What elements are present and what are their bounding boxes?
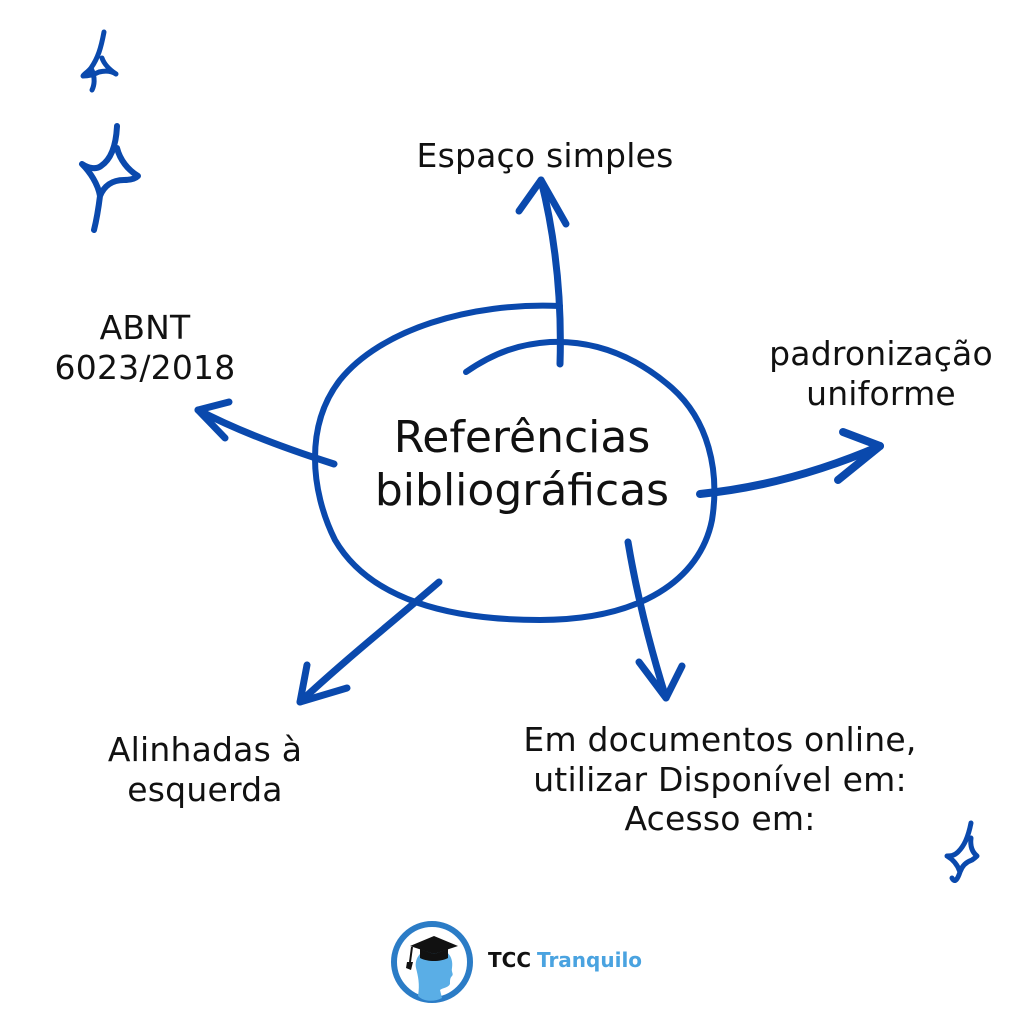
brand-name-part-2: Tranquilo [537,948,643,972]
branch-bottom-right-label: Em documentos online, utilizar Disponíve… [470,720,970,839]
branch-right-label: padronização uniforme [736,334,1024,413]
center-node-line-2: bibliográficas [374,464,670,516]
branch-left-line-2: 6023/2018 [54,347,236,387]
branch-top-line-1: Espaço simples [416,136,674,175]
arrow-to-right [696,428,884,498]
center-node: Referências bibliográficas [322,412,722,518]
branch-bottom-right-line-3: Acesso em: [624,799,816,839]
branch-right-line-1: padronização [769,334,993,373]
arrow-to-top [515,176,570,368]
sparkle-icon [80,29,119,93]
center-ellipse [312,302,718,623]
center-node-line-1: Referências [393,412,651,463]
arrow-to-left [194,398,338,468]
branch-bottom-right-line-1: Em documentos online, [523,720,917,759]
branch-left-label: ABNT 6023/2018 [40,308,250,387]
branch-bottom-left-line-2: esquerda [127,769,283,809]
branch-top-label: Espaço simples [380,136,710,176]
arrow-to-bottom-right [624,538,686,702]
branch-left-line-1: ABNT [99,308,191,347]
branch-bottom-left-label: Alinhadas à esquerda [80,730,330,809]
brand-name-part-1: TCC [488,948,531,972]
branch-right-line-2: uniforme [806,373,956,413]
branch-bottom-right-line-2: utilizar Disponível em: [533,759,907,799]
sparkle-icon [944,820,980,883]
arrow-to-bottom-left [296,578,443,706]
graduate-head-icon [391,921,473,1003]
branch-bottom-left-line-1: Alinhadas à [107,730,303,769]
sparkle-icon [79,123,141,233]
